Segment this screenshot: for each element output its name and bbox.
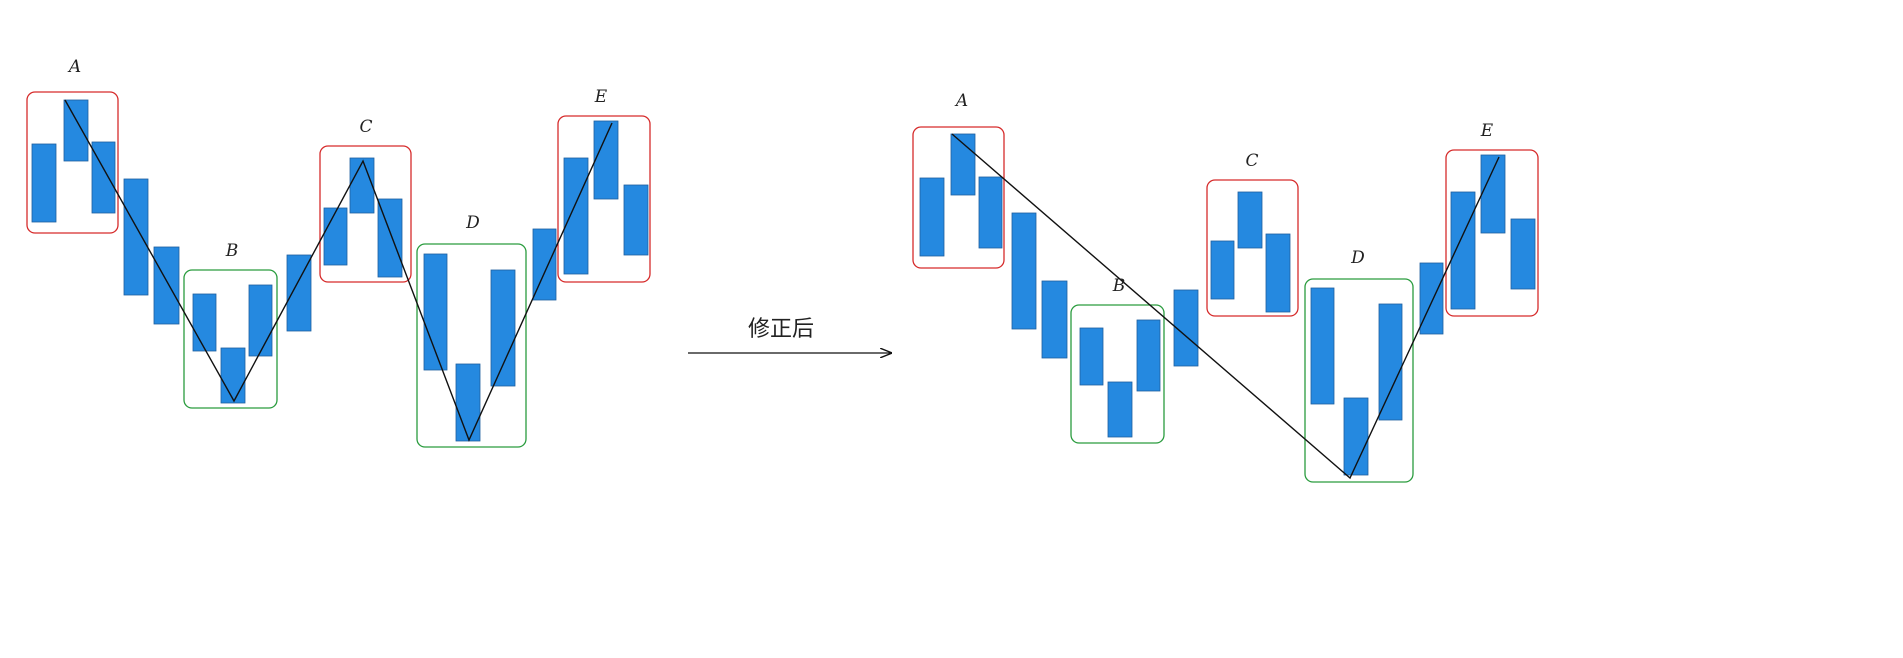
box-a-before — [26, 91, 119, 234]
bar — [1310, 287, 1335, 405]
bar — [1343, 397, 1369, 476]
bar — [63, 99, 89, 162]
bar — [248, 284, 273, 357]
bar — [1510, 218, 1536, 290]
label-e-after: E — [1480, 121, 1494, 141]
after-panel: A B C D E — [912, 91, 1539, 483]
label-a-after: A — [954, 91, 968, 111]
bar — [1210, 240, 1235, 300]
bar — [423, 253, 448, 371]
bar — [1378, 303, 1403, 421]
box-e-after — [1445, 149, 1539, 317]
bar — [490, 269, 516, 387]
diagram-canvas: A B C D E 修正后 — [26, 57, 1539, 483]
trend-line-after — [951, 133, 1500, 480]
bar — [1011, 212, 1037, 330]
caption-corrected: 修正后 — [748, 317, 814, 342]
bar — [323, 207, 348, 266]
bar — [1480, 154, 1506, 234]
label-c-before: C — [359, 117, 372, 137]
bar — [91, 141, 116, 214]
box-d-after — [1304, 278, 1414, 483]
bar — [286, 254, 312, 332]
label-d-before: D — [465, 213, 480, 233]
box-e-before — [557, 115, 651, 283]
bar — [455, 363, 481, 442]
box-c-before — [319, 145, 412, 283]
bar — [192, 293, 217, 352]
box-a-after — [912, 126, 1005, 269]
box-c-after — [1206, 179, 1299, 317]
bar — [978, 176, 1003, 249]
label-d-after: D — [1350, 248, 1365, 268]
box-d-before — [416, 243, 527, 448]
bar — [123, 178, 149, 296]
bar — [623, 184, 649, 256]
label-b-before: B — [225, 241, 239, 261]
label-e-before: E — [594, 87, 608, 107]
bar — [1079, 327, 1104, 386]
bar — [1450, 191, 1476, 310]
bar — [220, 347, 246, 404]
bar — [1173, 289, 1199, 367]
bar — [349, 157, 375, 214]
before-panel: A B C D E — [26, 57, 651, 448]
label-a-before: A — [67, 57, 81, 77]
box-b-after — [1070, 304, 1165, 444]
bar — [593, 120, 619, 200]
bar — [563, 157, 589, 275]
bar — [153, 246, 180, 325]
bar — [919, 177, 945, 257]
bar — [1237, 191, 1263, 249]
bar — [1136, 319, 1161, 392]
bar — [1265, 233, 1291, 313]
transition-arrow: 修正后 — [688, 317, 891, 353]
label-b-after: B — [1112, 276, 1126, 296]
label-c-after: C — [1245, 151, 1258, 171]
bar — [532, 228, 557, 301]
bar — [1041, 280, 1068, 359]
bar — [1107, 381, 1133, 438]
box-b-before — [183, 269, 278, 409]
trend-line-before — [64, 99, 613, 442]
bar — [1419, 262, 1444, 335]
bar — [31, 143, 57, 223]
